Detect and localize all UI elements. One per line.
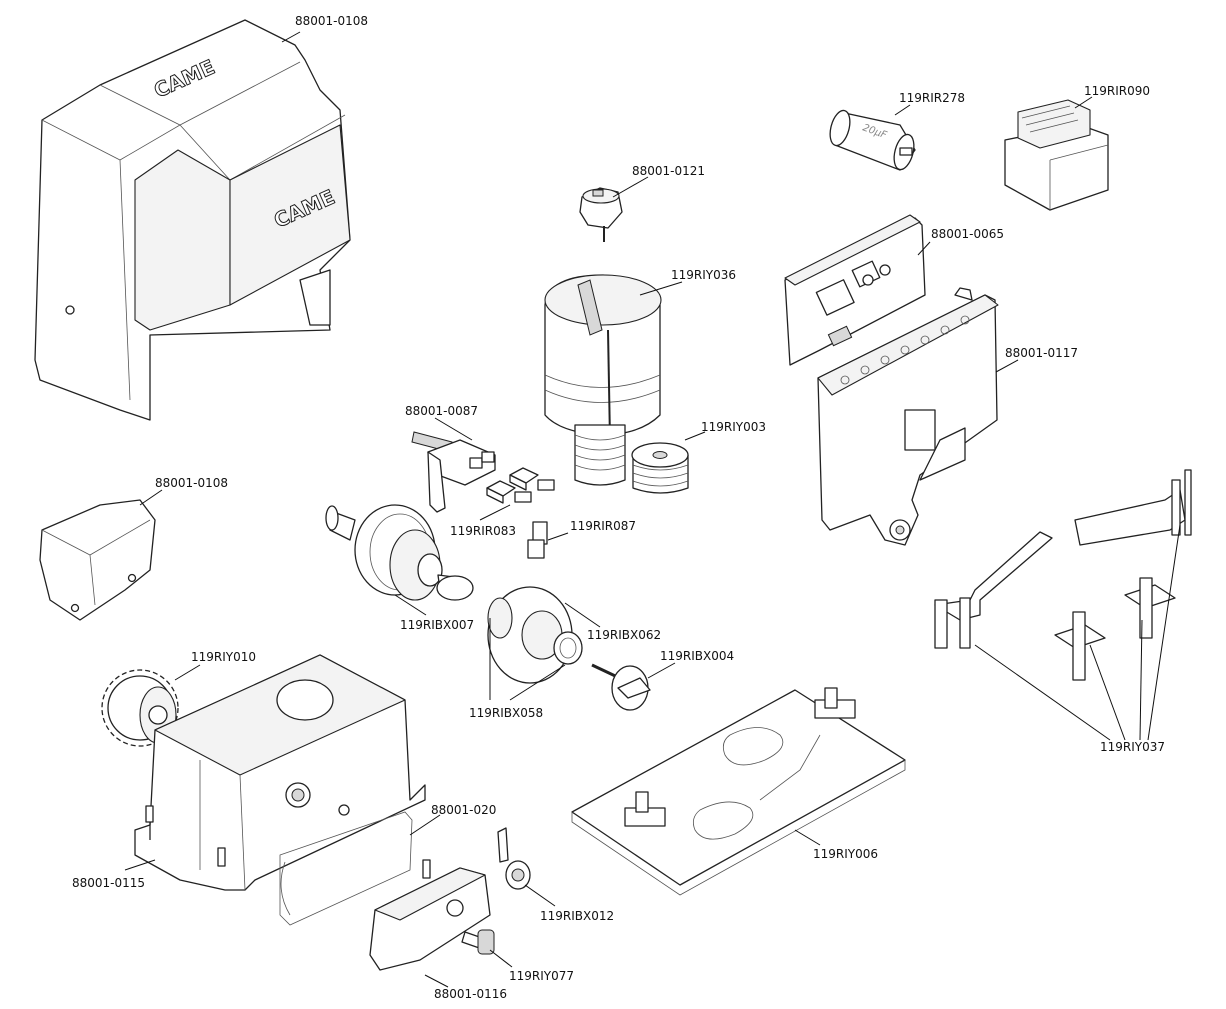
- part-transformer[interactable]: [1004, 99, 1109, 211]
- label-gear-shaft: 119RIBX007: [400, 618, 474, 632]
- label-lock-cylinder: 119RIBX012: [540, 909, 614, 923]
- label-motor: 119RIY036: [671, 268, 736, 282]
- label-limit-cams-and-bolts: 119RIY037: [1100, 740, 1165, 754]
- part-gear-shaft[interactable]: [325, 504, 474, 601]
- part-release-lever[interactable]: [591, 663, 651, 711]
- part-microswitches[interactable]: [486, 467, 555, 504]
- part-board-bracket[interactable]: [817, 287, 999, 546]
- label-gear-wheel: 119RIBX062: [587, 628, 661, 642]
- leader-lines: [124, 31, 1181, 988]
- label-microswitches: 119RIR083: [450, 524, 516, 538]
- part-key[interactable]: [461, 929, 495, 955]
- part-encoder[interactable]: [579, 187, 623, 242]
- label-key: 119RIY077: [509, 969, 574, 983]
- bolt-right: [1124, 577, 1176, 639]
- label-capacitor: 119RIR278: [899, 91, 965, 105]
- part-motor[interactable]: [544, 274, 662, 486]
- plate-bolt-rear: [814, 687, 856, 719]
- part-capacitor[interactable]: 20µF: [827, 108, 918, 171]
- part-labels: 88001-0108 119RIR278 119RIR090 88001-012…: [72, 14, 1165, 1001]
- label-gasket: 88001-020: [431, 803, 496, 817]
- part-gear-wheel[interactable]: [487, 586, 583, 684]
- part-lock-cylinder[interactable]: [497, 827, 531, 890]
- label-connector: 119RIR087: [570, 519, 636, 533]
- part-gasket[interactable]: [279, 811, 413, 926]
- part-release-cover[interactable]: [369, 859, 491, 971]
- motor-worm: [574, 424, 626, 486]
- label-small-cover: 88001-0108: [155, 476, 228, 490]
- label-transformer: 119RIR090: [1084, 84, 1150, 98]
- label-limit-switch-assembly: 88001-0087: [405, 404, 478, 418]
- label-encoder: 88001-0121: [632, 164, 705, 178]
- label-release-cover: 88001-0116: [434, 987, 507, 1001]
- part-connector[interactable]: [527, 521, 548, 559]
- bolt-left: [1054, 611, 1106, 681]
- label-gearbox-base: 88001-0115: [72, 876, 145, 890]
- label-bushing: 119RIBX058: [469, 706, 543, 720]
- plate-bolt-front: [624, 791, 666, 827]
- part-limit-cams-and-bolts[interactable]: [934, 469, 1192, 681]
- part-gearbox-base[interactable]: [134, 654, 426, 891]
- label-main-cover: 88001-0108: [295, 14, 368, 28]
- part-base-plate[interactable]: [571, 687, 906, 896]
- label-control-board: 88001-0065: [931, 227, 1004, 241]
- label-board-bracket: 88001-0117: [1005, 346, 1078, 360]
- part-control-board[interactable]: [784, 214, 926, 366]
- label-base-plate: 119RIY006: [813, 847, 878, 861]
- part-worm-screw[interactable]: [631, 442, 689, 494]
- label-pinion: 119RIY010: [191, 650, 256, 664]
- label-release-lever: 119RIBX004: [660, 649, 734, 663]
- part-small-cover[interactable]: [39, 499, 156, 621]
- part-pinion[interactable]: [101, 669, 179, 747]
- label-worm-screw: 119RIY003: [701, 420, 766, 434]
- part-main-cover[interactable]: CAME CAME: [34, 19, 351, 421]
- part-limit-switch-assembly[interactable]: [411, 431, 496, 513]
